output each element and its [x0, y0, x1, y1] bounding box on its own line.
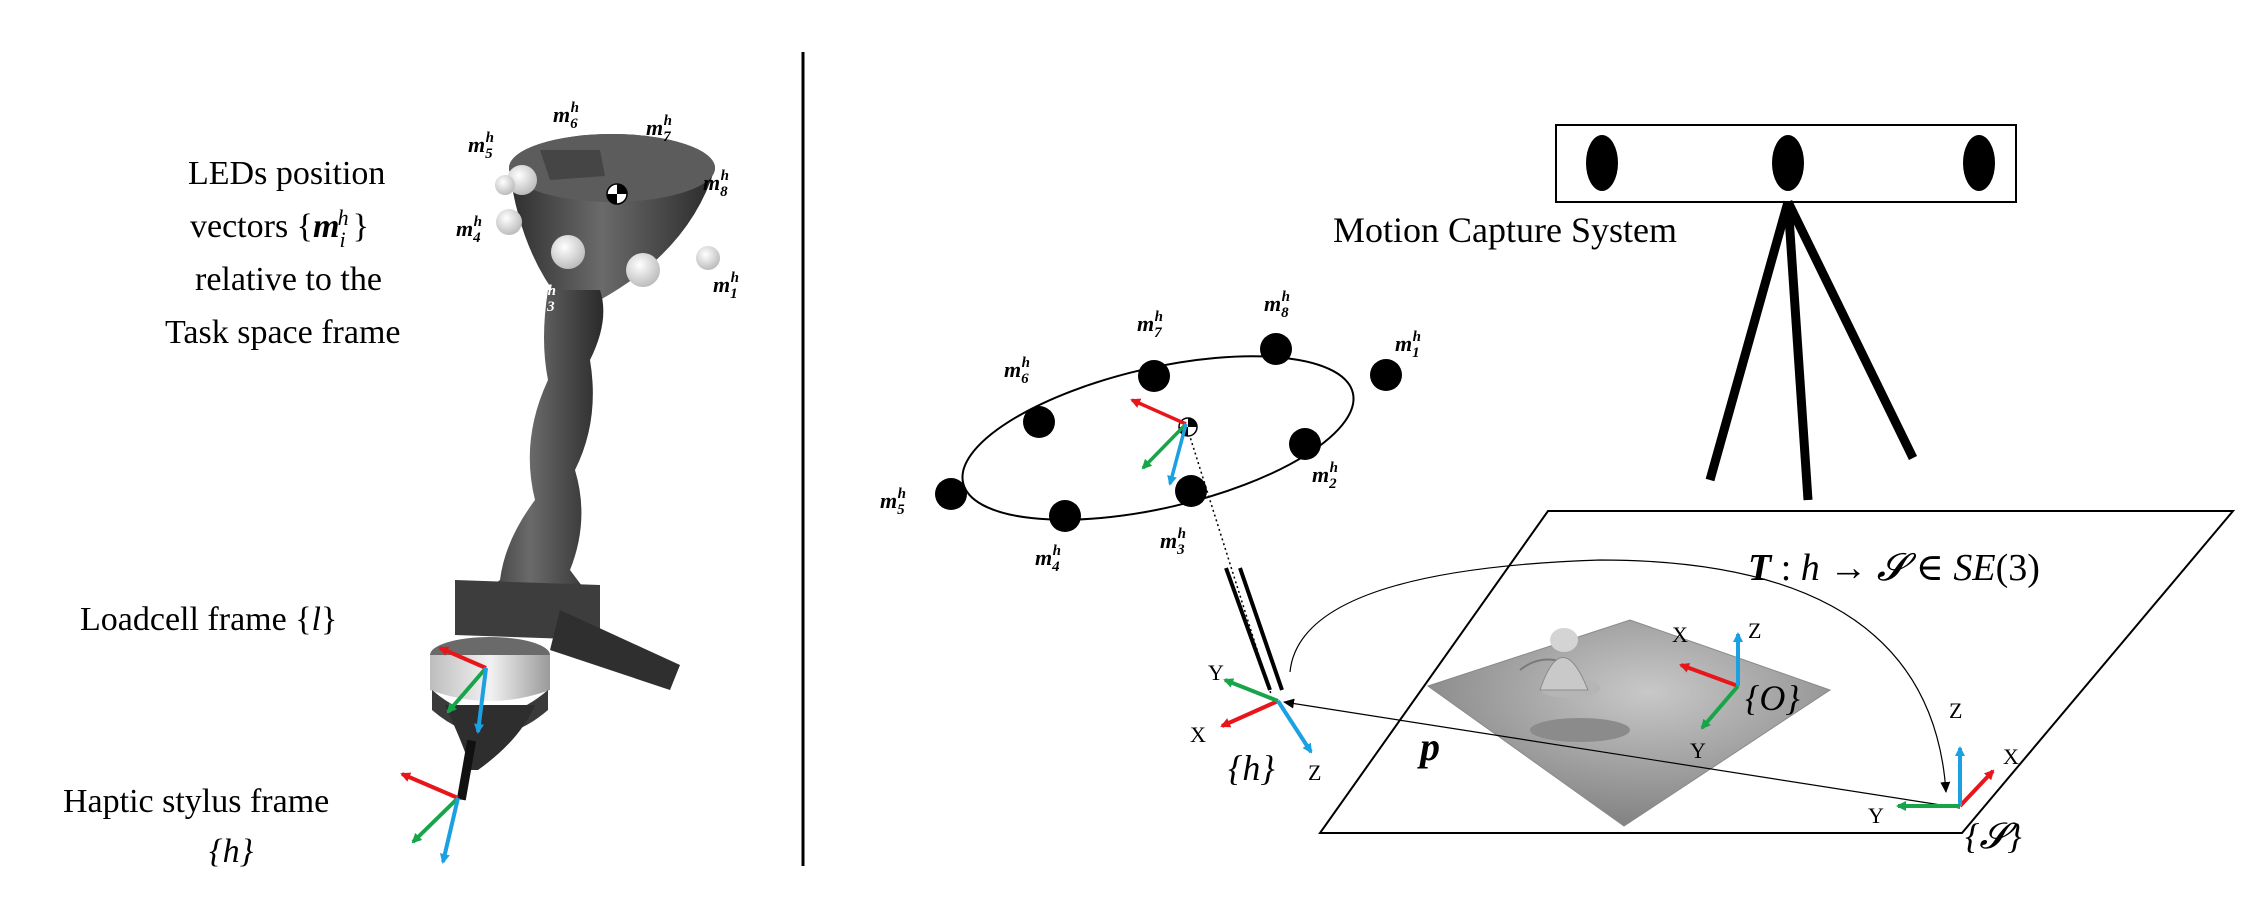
mocap-label: Motion Capture System	[1333, 210, 1677, 250]
ring-label-m4: m4h	[1035, 543, 1061, 575]
o-axis-y: Y	[1690, 738, 1706, 763]
ring-label-m8: m8h	[1264, 289, 1290, 321]
marker-label-m1: m1h	[713, 270, 739, 302]
leds-caption-line1: LEDs position	[188, 155, 385, 192]
h-axis-y: Y	[1208, 660, 1224, 685]
stylus-lines	[1224, 567, 1284, 691]
stylus-to-center-dotted	[1185, 423, 1272, 695]
position-vector-p	[1283, 698, 1961, 809]
leds-caption-line2: vectors {mih}	[190, 205, 369, 252]
marker-label-m7: m7h	[646, 113, 672, 145]
left-marker-labels: m5h m6h m7h m8h m4h m3h m2h m1h	[456, 100, 739, 328]
h-axis-x: X	[1190, 722, 1206, 747]
o-axis-z: Z	[1748, 618, 1761, 643]
marker-label-m3: m3h	[530, 283, 556, 315]
leds-caption-line4: Task space frame	[165, 314, 401, 351]
haptic-surface	[1426, 619, 1832, 827]
ring-label-m3: m3h	[1160, 526, 1186, 558]
loadcell-frame-label: Loadcell frame {l}	[80, 601, 337, 638]
stylus-frame-symbol: {h}	[209, 833, 254, 870]
s-axis-x: X	[2003, 744, 2019, 769]
ring-label-m6: m6h	[1004, 355, 1030, 387]
h-axis-z: Z	[1308, 760, 1321, 785]
ring-label-m1: m1h	[1395, 329, 1421, 361]
motion-capture-device	[1555, 124, 2017, 501]
marker-label-m4: m4h	[456, 214, 482, 246]
s-axis-y: Y	[1868, 803, 1884, 828]
ring-marker-labels: m1h m2h m3h m4h m5h m6h m7h m8h	[880, 289, 1421, 575]
ring-label-m7: m7h	[1137, 309, 1163, 341]
loadcell-axes-icon	[438, 646, 488, 734]
stylus-frame-label: Haptic stylus frame	[63, 783, 329, 820]
o-frame-label: {O}	[1745, 678, 1800, 718]
leds-caption-line3: relative to the	[195, 261, 382, 298]
o-axis-x: X	[1672, 622, 1688, 647]
stylus-tip-axes-icon	[400, 772, 460, 864]
transform-label: T : h → 𝓢 ∈ SE(3)	[1748, 547, 2040, 589]
ring-axes-icon	[1130, 398, 1188, 486]
o-frame-axes-icon	[1679, 632, 1743, 730]
h-frame-label: {h}	[1228, 748, 1275, 788]
p-vector-label: p	[1417, 724, 1440, 769]
transform-arc	[1289, 559, 1951, 793]
s-frame-label: {𝓢}	[1965, 816, 2022, 856]
ring-label-m2: m2h	[1312, 460, 1338, 492]
marker-label-m2: m2h	[608, 296, 634, 328]
ring-label-m5: m5h	[880, 486, 906, 518]
s-axis-z: Z	[1949, 698, 1962, 723]
marker-label-m8: m8h	[703, 168, 729, 200]
marker-label-m6: m6h	[553, 100, 579, 132]
h-frame-axes-icon	[1220, 678, 1313, 754]
marker-label-m5: m5h	[468, 130, 494, 162]
s-frame-axes-icon	[1896, 746, 1995, 811]
ring-marker-dots	[935, 333, 1402, 532]
stylus-render	[430, 134, 720, 801]
